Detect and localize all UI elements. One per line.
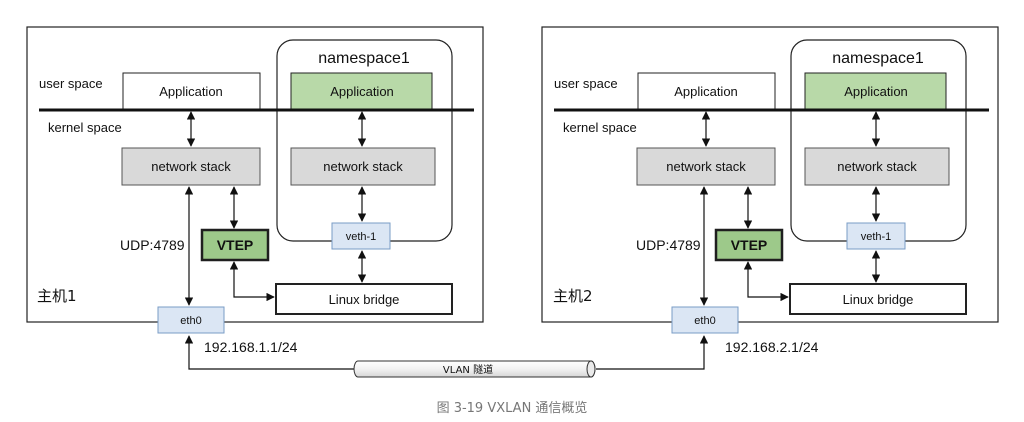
figure-caption: 图 3-19 VXLAN 通信概览: [437, 400, 588, 416]
tunnel-link-left: [184, 335, 356, 370]
ns-network-stack-label: network stack: [837, 159, 917, 174]
app-box: [122, 72, 261, 110]
host-name: 主机2: [553, 287, 593, 305]
tunnel-tube-end: [586, 360, 596, 378]
app-label: Application: [159, 84, 223, 99]
vlan-tunnel: VLAN 隧道: [184, 335, 709, 378]
vtep-label: VTEP: [731, 237, 768, 253]
veth-box: [846, 222, 906, 250]
ns-app-label: Application: [330, 84, 394, 99]
udp-port-label: UDP:4789: [120, 237, 185, 253]
arrow-vtep-bridge: [743, 261, 789, 302]
ns-network-stack-label: network stack: [323, 159, 403, 174]
app-label: Application: [674, 84, 738, 99]
kernel-space-label: kernel space: [48, 120, 122, 135]
ns-app-box: [804, 72, 947, 110]
veth-box: [331, 222, 391, 250]
veth-label: veth-1: [861, 231, 892, 243]
veth-label: veth-1: [346, 231, 377, 243]
network-stack-label: network stack: [666, 159, 746, 174]
eth0-box: [157, 306, 225, 334]
network-stack-box: [121, 147, 261, 186]
arrow-vtep-bridge: [229, 261, 275, 302]
linux-bridge-label: Linux bridge: [843, 292, 914, 307]
tunnel-label: VLAN 隧道: [443, 363, 493, 376]
namespace-1-title: namespace1: [318, 50, 410, 67]
eth0-label: eth0: [694, 315, 715, 327]
host-name: 主机1: [37, 287, 77, 305]
ip-address: 192.168.2.1/24: [725, 339, 819, 355]
ns-app-box: [290, 72, 433, 110]
ip-address: 192.168.1.1/24: [204, 339, 298, 355]
user-space-label: user space: [39, 76, 103, 91]
eth0-box: [671, 306, 739, 334]
vtep-box: [714, 228, 784, 262]
network-stack-box: [636, 147, 776, 186]
linux-bridge-label: Linux bridge: [329, 292, 400, 307]
vtep-box: [200, 228, 270, 262]
vtep-label: VTEP: [217, 237, 254, 253]
app-box: [637, 72, 776, 110]
kernel-space-label: kernel space: [563, 120, 637, 135]
udp-port-label: UDP:4789: [636, 237, 701, 253]
ns-network-stack-box: [804, 147, 950, 186]
linux-bridge-box: [789, 283, 967, 315]
tunnel-link-right: [596, 335, 709, 370]
namespace-2-title: namespace1: [832, 50, 924, 67]
host-1: namespace1 user space Application Applic…: [26, 26, 484, 355]
linux-bridge-box: [275, 283, 453, 315]
host-2: namespace1 user space Application Applic…: [541, 26, 999, 355]
network-stack-label: network stack: [151, 159, 231, 174]
ns-app-label: Application: [844, 84, 908, 99]
eth0-label: eth0: [180, 315, 201, 327]
ns-network-stack-box: [290, 147, 436, 186]
user-space-label: user space: [554, 76, 618, 91]
